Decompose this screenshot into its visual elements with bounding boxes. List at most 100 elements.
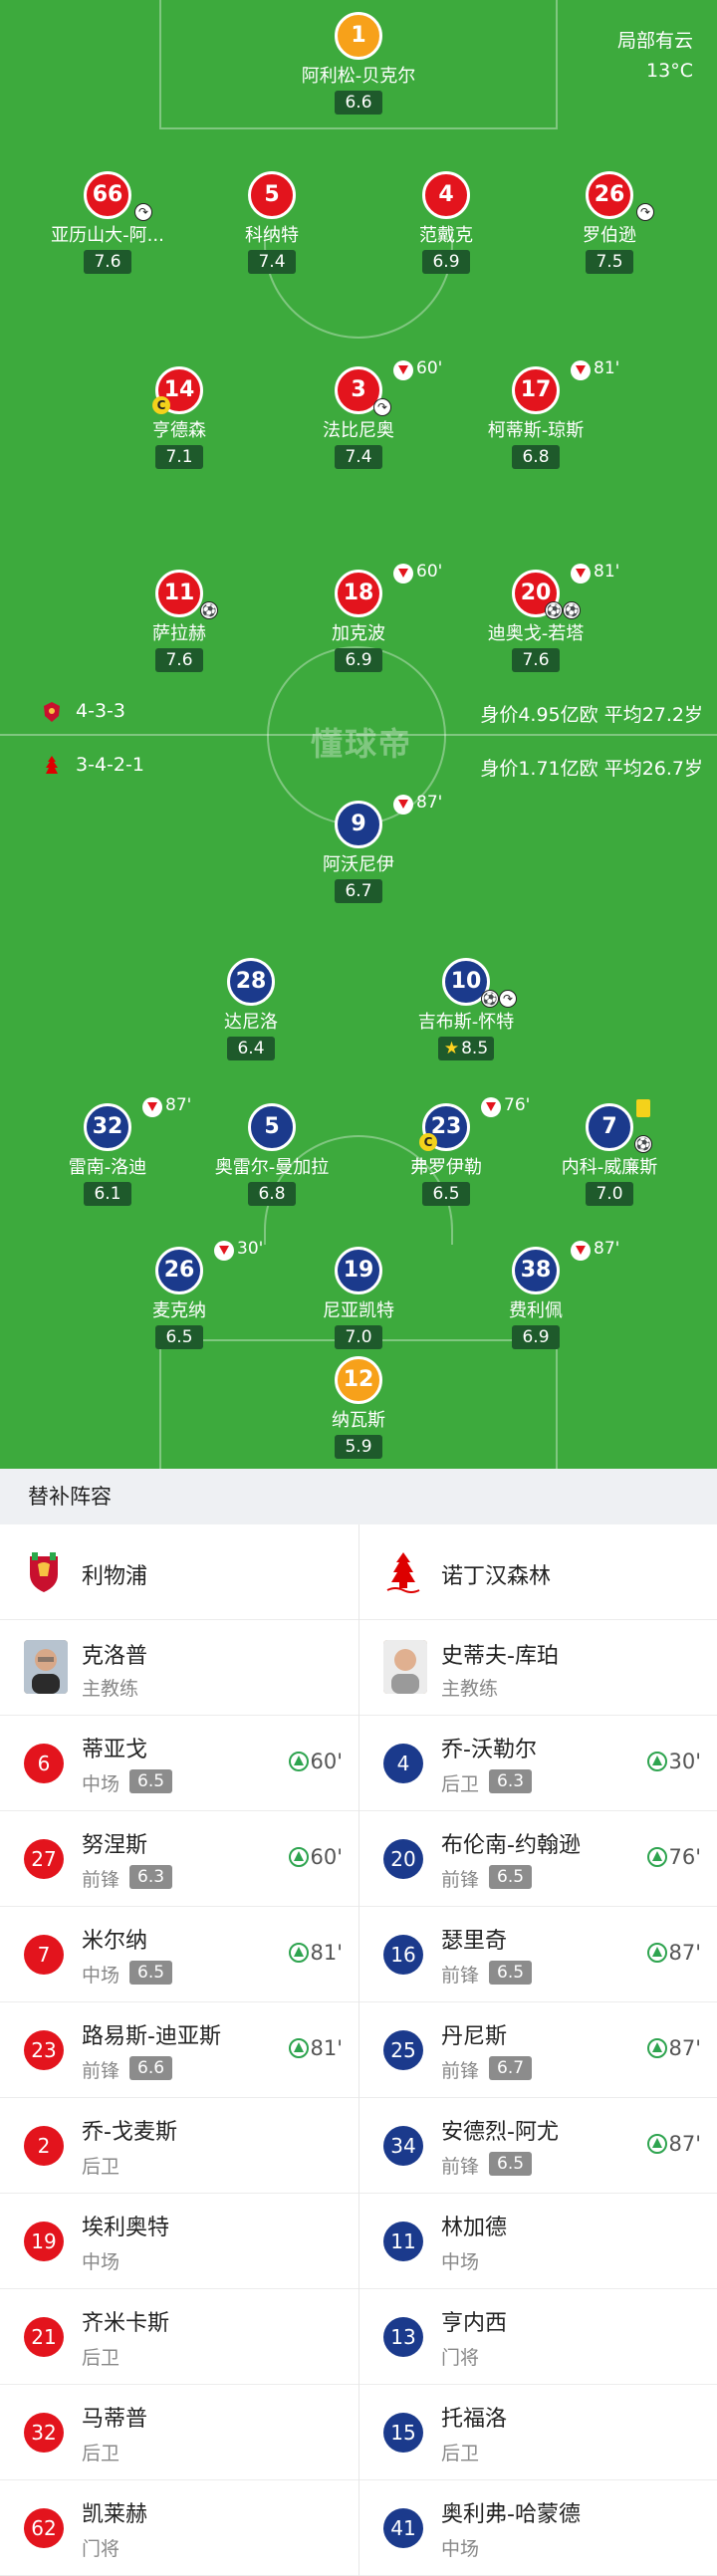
goal-ball-icon: ⚽ xyxy=(563,601,581,619)
coach-role: 主教练 xyxy=(82,1678,139,1700)
sub-in-minute: 81' xyxy=(310,2036,344,2060)
away-player-cb-1[interactable]: 26 30' 麦克纳 6.5 xyxy=(95,1239,264,1349)
away-player-am-2[interactable]: 10 ⚽ ↷ 吉布斯-怀特 8.5 xyxy=(381,958,551,1060)
away-player-cb-2[interactable]: 19 尼亚凯特 7.0 xyxy=(274,1247,443,1349)
away-player-st[interactable]: 9 87' 阿沃尼伊 6.7 xyxy=(274,793,443,903)
away-player-am-1[interactable]: 28 达尼洛 6.4 xyxy=(166,958,336,1060)
sub-row[interactable]: 11 林加德 中场 xyxy=(359,2194,717,2289)
player-name: 麦克纳 xyxy=(152,1300,206,1321)
home-team-name: 利物浦 xyxy=(82,1564,148,1589)
sub-position: 后卫 xyxy=(441,2443,480,2464)
player-number: 32 xyxy=(84,1103,131,1151)
home-player-cm-2[interactable]: 3 60' ↷ 法比尼奥 7.4 xyxy=(274,358,443,469)
away-player-cm-1[interactable]: 5 奥雷尔-曼加拉 6.8 xyxy=(187,1103,357,1206)
liverpool-logo-icon xyxy=(30,1552,58,1592)
sub-position: 后卫 xyxy=(441,1773,480,1795)
sub-row[interactable]: 32 马蒂普 后卫 xyxy=(0,2385,358,2480)
player-name: 阿利松-贝克尔 xyxy=(301,66,416,87)
sub-row[interactable]: 27 努涅斯 前锋 6.3 60' xyxy=(0,1811,358,1907)
home-team-row[interactable]: 利物浦 xyxy=(0,1524,358,1620)
away-subs-column: 诺丁汉森林 史蒂夫-库珀 主教练 4 乔-沃勒尔 后卫 6.3 30' 20 布… xyxy=(358,1524,717,2576)
player-number: 9 xyxy=(335,801,382,848)
player-name: 弗罗伊勒 xyxy=(410,1157,482,1178)
player-name: 加克波 xyxy=(332,623,385,644)
player-rating: 7.6 xyxy=(84,250,131,274)
home-player-cb-1[interactable]: 5 科纳特 7.4 xyxy=(187,171,357,274)
away-player-gk[interactable]: 12 纳瓦斯 5.9 xyxy=(274,1356,443,1459)
player-name: 达尼洛 xyxy=(224,1012,278,1033)
home-player-cb-2[interactable]: 4 范戴克 6.9 xyxy=(361,171,531,274)
sub-row[interactable]: 2 乔-戈麦斯 后卫 xyxy=(0,2098,358,2194)
sub-out-icon xyxy=(214,1241,234,1261)
sub-rating: 6.6 xyxy=(129,2056,173,2080)
player-name: 雷南-洛迪 xyxy=(68,1157,147,1178)
sub-row[interactable]: 4 乔-沃勒尔 后卫 6.3 30' xyxy=(359,1716,717,1811)
home-coach-row[interactable]: 克洛普 主教练 xyxy=(0,1620,358,1716)
sub-row[interactable]: 19 埃利奥特 中场 xyxy=(0,2194,358,2289)
player-rating: 6.7 xyxy=(335,879,382,903)
player-number: 38 xyxy=(512,1247,560,1294)
sub-in-time: 76' xyxy=(646,1845,701,1869)
person-icon xyxy=(383,1640,427,1694)
player-rating: 7.4 xyxy=(335,445,382,469)
away-team-row[interactable]: 诺丁汉森林 xyxy=(359,1524,717,1620)
home-player-cm-1[interactable]: 14 C 亨德森 7.1 xyxy=(95,366,264,469)
sub-in-minute: 60' xyxy=(310,1845,344,1869)
player-rating: 6.5 xyxy=(155,1325,203,1349)
sub-row[interactable]: 15 托福洛 后卫 xyxy=(359,2385,717,2480)
home-player-st[interactable]: 20 81' ⚽ ⚽ 迪奥戈-若塔 7.6 xyxy=(451,562,620,672)
sub-number: 34 xyxy=(383,2126,423,2166)
home-player-gk[interactable]: 1 阿利松-贝克尔 6.6 xyxy=(274,12,443,115)
sub-in-arrow-icon xyxy=(288,2038,309,2058)
home-player-rb[interactable]: 66 ↷ 亚历山大-阿... 7.6 xyxy=(23,171,192,274)
away-formation: 3-4-2-1 xyxy=(76,754,144,776)
away-player-rm[interactable]: 32 87' 雷南-洛迪 6.1 xyxy=(23,1095,192,1206)
coach-role: 主教练 xyxy=(441,1678,499,1700)
sub-name: 米尔纳 xyxy=(82,1929,148,1954)
away-player-cb-3[interactable]: 38 87' 费利佩 6.9 xyxy=(451,1239,620,1349)
sub-number: 7 xyxy=(24,1935,64,1975)
sub-row[interactable]: 34 安德烈-阿尤 前锋 6.5 87' xyxy=(359,2098,717,2194)
sub-row[interactable]: 6 蒂亚戈 中场 6.5 60' xyxy=(0,1716,358,1811)
player-name: 法比尼奥 xyxy=(323,420,394,441)
sub-row[interactable]: 16 瑟里奇 前锋 6.5 87' xyxy=(359,1907,717,2002)
sub-row[interactable]: 7 米尔纳 中场 6.5 81' xyxy=(0,1907,358,2002)
sub-rating: 6.5 xyxy=(489,2152,533,2176)
sub-number: 23 xyxy=(24,2030,64,2070)
player-number: 1 xyxy=(335,12,382,60)
sub-row[interactable]: 23 路易斯-迪亚斯 前锋 6.6 81' xyxy=(0,2002,358,2098)
sub-name: 托福洛 xyxy=(441,2407,508,2432)
sub-name: 努涅斯 xyxy=(82,1833,148,1858)
watermark: 懂球帝 xyxy=(311,725,413,763)
weather-temp: 13°C xyxy=(646,60,693,82)
sub-in-minute: 30' xyxy=(668,1750,702,1773)
sub-row[interactable]: 21 齐米卡斯 后卫 xyxy=(0,2289,358,2385)
player-name: 科纳特 xyxy=(245,225,299,246)
home-player-cm-3[interactable]: 17 81' 柯蒂斯-琼斯 6.8 xyxy=(451,358,620,469)
sub-out-icon xyxy=(393,360,413,380)
away-player-lm[interactable]: 7 ⚽ 内科-威廉斯 7.0 xyxy=(525,1099,694,1206)
sub-row[interactable]: 25 丹尼斯 前锋 6.7 87' xyxy=(359,2002,717,2098)
sub-in-arrow-icon xyxy=(646,1752,667,1771)
player-number: 28 xyxy=(227,958,275,1006)
sub-row[interactable]: 13 亨内西 门将 xyxy=(359,2289,717,2385)
player-number: 4 xyxy=(422,171,470,219)
home-player-rw[interactable]: 11 ⚽ 萨拉赫 7.6 xyxy=(95,570,264,672)
player-name: 尼亚凯特 xyxy=(323,1300,394,1321)
sub-row[interactable]: 20 布伦南-约翰逊 前锋 6.5 76' xyxy=(359,1811,717,1907)
sub-in-minute: 87' xyxy=(668,2036,702,2060)
sub-number: 16 xyxy=(383,1935,423,1975)
sub-out-icon xyxy=(142,1097,162,1117)
player-number: 18 xyxy=(335,570,382,617)
sub-in-time: 87' xyxy=(646,2132,701,2156)
home-player-lb[interactable]: 26 ↷ 罗伯逊 7.5 xyxy=(525,171,694,274)
sub-in-time: 30' xyxy=(646,1750,702,1773)
sub-number: 41 xyxy=(383,2508,423,2548)
away-player-cm-2[interactable]: 23 C 76' 弗罗伊勒 6.5 xyxy=(361,1095,531,1206)
player-number: 14 xyxy=(155,366,203,414)
home-player-lw[interactable]: 18 60' 加克波 6.9 xyxy=(274,562,443,672)
sub-row[interactable]: 41 奥利弗-哈蒙德 中场 xyxy=(359,2480,717,2576)
sub-rating: 6.3 xyxy=(129,1865,173,1889)
sub-row[interactable]: 62 凯莱赫 门将 xyxy=(0,2480,358,2576)
away-coach-row[interactable]: 史蒂夫-库珀 主教练 xyxy=(359,1620,717,1716)
